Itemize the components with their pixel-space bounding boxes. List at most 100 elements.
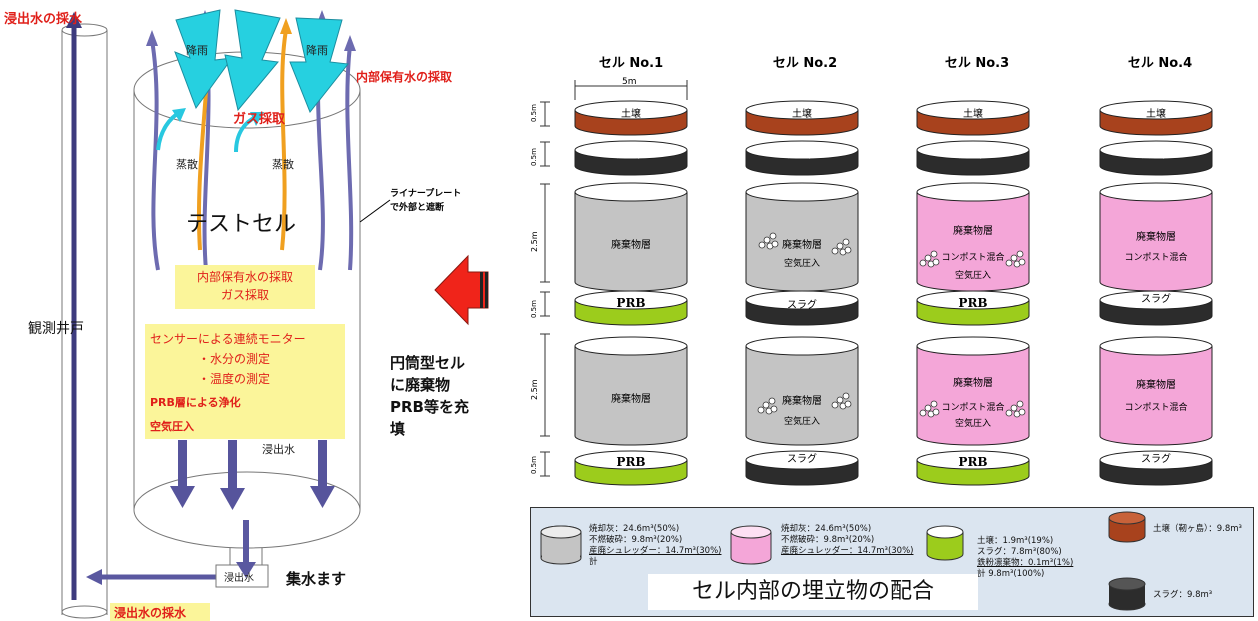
c2-slag-3: スラグ: [787, 454, 817, 465]
cell-4-layer-3: [1099, 182, 1213, 292]
cell-4-layer-2: [1099, 140, 1213, 176]
legend-gray-3: 産廃シュレッダー：14.7m³(30%): [589, 546, 722, 556]
leachate-inner-label: 浸出水: [262, 443, 295, 456]
legend-soil: 土壌（靭ヶ島）：9.8m³: [1153, 524, 1242, 534]
c1-soil: 土壌: [621, 109, 641, 120]
legend-green-swatch: [926, 525, 964, 561]
down-arrows: [170, 440, 335, 510]
c3-soil: 土壌: [963, 109, 983, 120]
cell-1-layer-5: [574, 336, 688, 446]
legend-slag-swatch: [1108, 577, 1146, 611]
legend-soil-swatch: [1108, 511, 1146, 543]
cell-3-layer-5: [916, 336, 1030, 446]
cell-4-layer-6: [1099, 450, 1213, 486]
rain-label-1: 降雨: [186, 44, 208, 57]
liner-leader: [359, 199, 391, 223]
fill-text-4: 填: [390, 420, 406, 438]
cell-2-layer-5: [745, 336, 859, 446]
internal-water-label: 内部保有水の採取: [356, 70, 453, 84]
legend-pink-swatch: [730, 525, 772, 565]
c4-waste-2: 廃棄物層: [1136, 380, 1176, 391]
cell-2-layer-4: [745, 290, 859, 326]
test-cell-label: テストセル: [186, 212, 297, 237]
c2-bubbles-d: [831, 392, 852, 410]
c2-waste-2: 廃棄物層: [782, 396, 822, 407]
c2-bubbles-b: [831, 238, 852, 256]
monitor-box: [145, 324, 345, 439]
dim-05-d: 0.5m: [530, 456, 538, 474]
c3-waste-1: 廃棄物層: [953, 226, 993, 237]
dim-05-b: 0.5m: [530, 148, 538, 166]
legend-gray-1: 焼却灰：24.6m³(50%): [589, 524, 680, 534]
leachate-bottom-label: 浸出水: [224, 573, 254, 584]
c3-prb-2: PRB: [958, 455, 988, 469]
c4-slag-3: スラグ: [1141, 454, 1171, 465]
well-arrow-up: [66, 12, 82, 600]
cell-2-layer-3: [745, 182, 859, 292]
c2-soil: 土壌: [792, 109, 812, 120]
legend-gray-swatch: [540, 525, 582, 565]
c4-compost-2: コンポスト混合: [1124, 403, 1188, 413]
c3-compost-1: コンポスト混合: [941, 253, 1005, 263]
c1-prb-2: PRB: [616, 455, 646, 469]
c3-bubbles-d: [1005, 400, 1026, 418]
monitor-line-1: センサーによる連続モニター: [150, 332, 306, 346]
c1-slag: スラグ: [616, 150, 646, 161]
cell-1-layer-1: [574, 100, 688, 136]
c2-slag-1: スラグ: [787, 150, 817, 161]
cell-1-layer-4: [574, 290, 688, 326]
top-sample-label: 浸出水の採水: [4, 12, 83, 27]
c3-air-1: 空気圧入: [954, 271, 991, 281]
legend-pink-3: 産廃シュレッダー：14.7m³(30%): [781, 546, 914, 556]
monitor-line-2: ・水分の測定: [198, 352, 271, 366]
cell-2-layer-1: [745, 100, 859, 136]
legend-swatches: [540, 511, 1146, 611]
sampling-line-1: 内部保有水の採取: [196, 270, 293, 284]
evap-label-2: 蒸散: [272, 158, 294, 171]
c2-bubbles-c: [757, 397, 778, 415]
collection-pipe: [215, 520, 269, 588]
collection-label: 集水ます: [286, 570, 347, 588]
c3-waste-2: 廃棄物層: [953, 378, 993, 389]
legend-green-4: 計 9.8m³(100%): [977, 569, 1045, 579]
cell-1-layer-6: [574, 450, 688, 486]
fill-text-3: PRB等を充: [390, 398, 469, 416]
cell-1-layer-2: [574, 140, 688, 176]
legend-green-3: 鉄粉凛棄物：0.1m³(1%): [977, 558, 1074, 568]
rain-label-2: 降雨: [306, 44, 328, 57]
legend-caption: セル内部の埋立物の配合: [648, 574, 978, 610]
monitor-line-4: PRB層による浄化: [150, 396, 241, 409]
fill-text-1: 円筒型セル: [390, 354, 466, 372]
c1-waste-2: 廃棄物層: [611, 394, 651, 405]
c1-waste-1: 廃棄物層: [611, 240, 651, 251]
c4-compost-1: コンポスト混合: [1124, 253, 1188, 263]
cell-4-layer-1: [1099, 100, 1213, 136]
cell-3-layer-4: [916, 290, 1030, 326]
c3-bubbles-c: [919, 400, 940, 418]
cell-3-layer-6: [916, 450, 1030, 486]
cell-4-layer-5: [1099, 336, 1213, 446]
monitor-line-3: ・温度の測定: [198, 372, 271, 386]
c4-slag-2: スラグ: [1141, 294, 1171, 305]
c2-air-2: 空気圧入: [783, 417, 820, 427]
c3-bubbles-a: [919, 250, 940, 268]
well-label: 観測井戸: [28, 321, 84, 337]
c2-slag-2: スラグ: [787, 300, 817, 311]
width-label: 5m: [622, 77, 637, 87]
rain-arrows: [174, 9, 349, 113]
c4-waste-1: 廃棄物層: [1136, 232, 1176, 243]
legend-slag: スラグ：9.8m³: [1153, 590, 1213, 600]
c3-slag: スラグ: [958, 150, 988, 161]
c3-compost-2: コンポスト混合: [941, 403, 1005, 413]
dim-25-a: 2.5m: [530, 231, 539, 252]
c3-prb-1: PRB: [958, 296, 988, 310]
cells-diagram: [540, 80, 1213, 486]
bottom-sample-box: [110, 603, 210, 621]
c2-bubbles-a: [758, 232, 779, 250]
bottom-sample-label: 浸出水の採水: [114, 606, 187, 620]
liner-label-2: で外部と遮断: [390, 203, 445, 213]
cell-4-layer-4: [1099, 290, 1213, 326]
cell-3-layer-1: [916, 100, 1030, 136]
legend-green-1: 土壌：1.9m³(19%): [977, 536, 1054, 546]
dimension-marks: [540, 80, 688, 477]
